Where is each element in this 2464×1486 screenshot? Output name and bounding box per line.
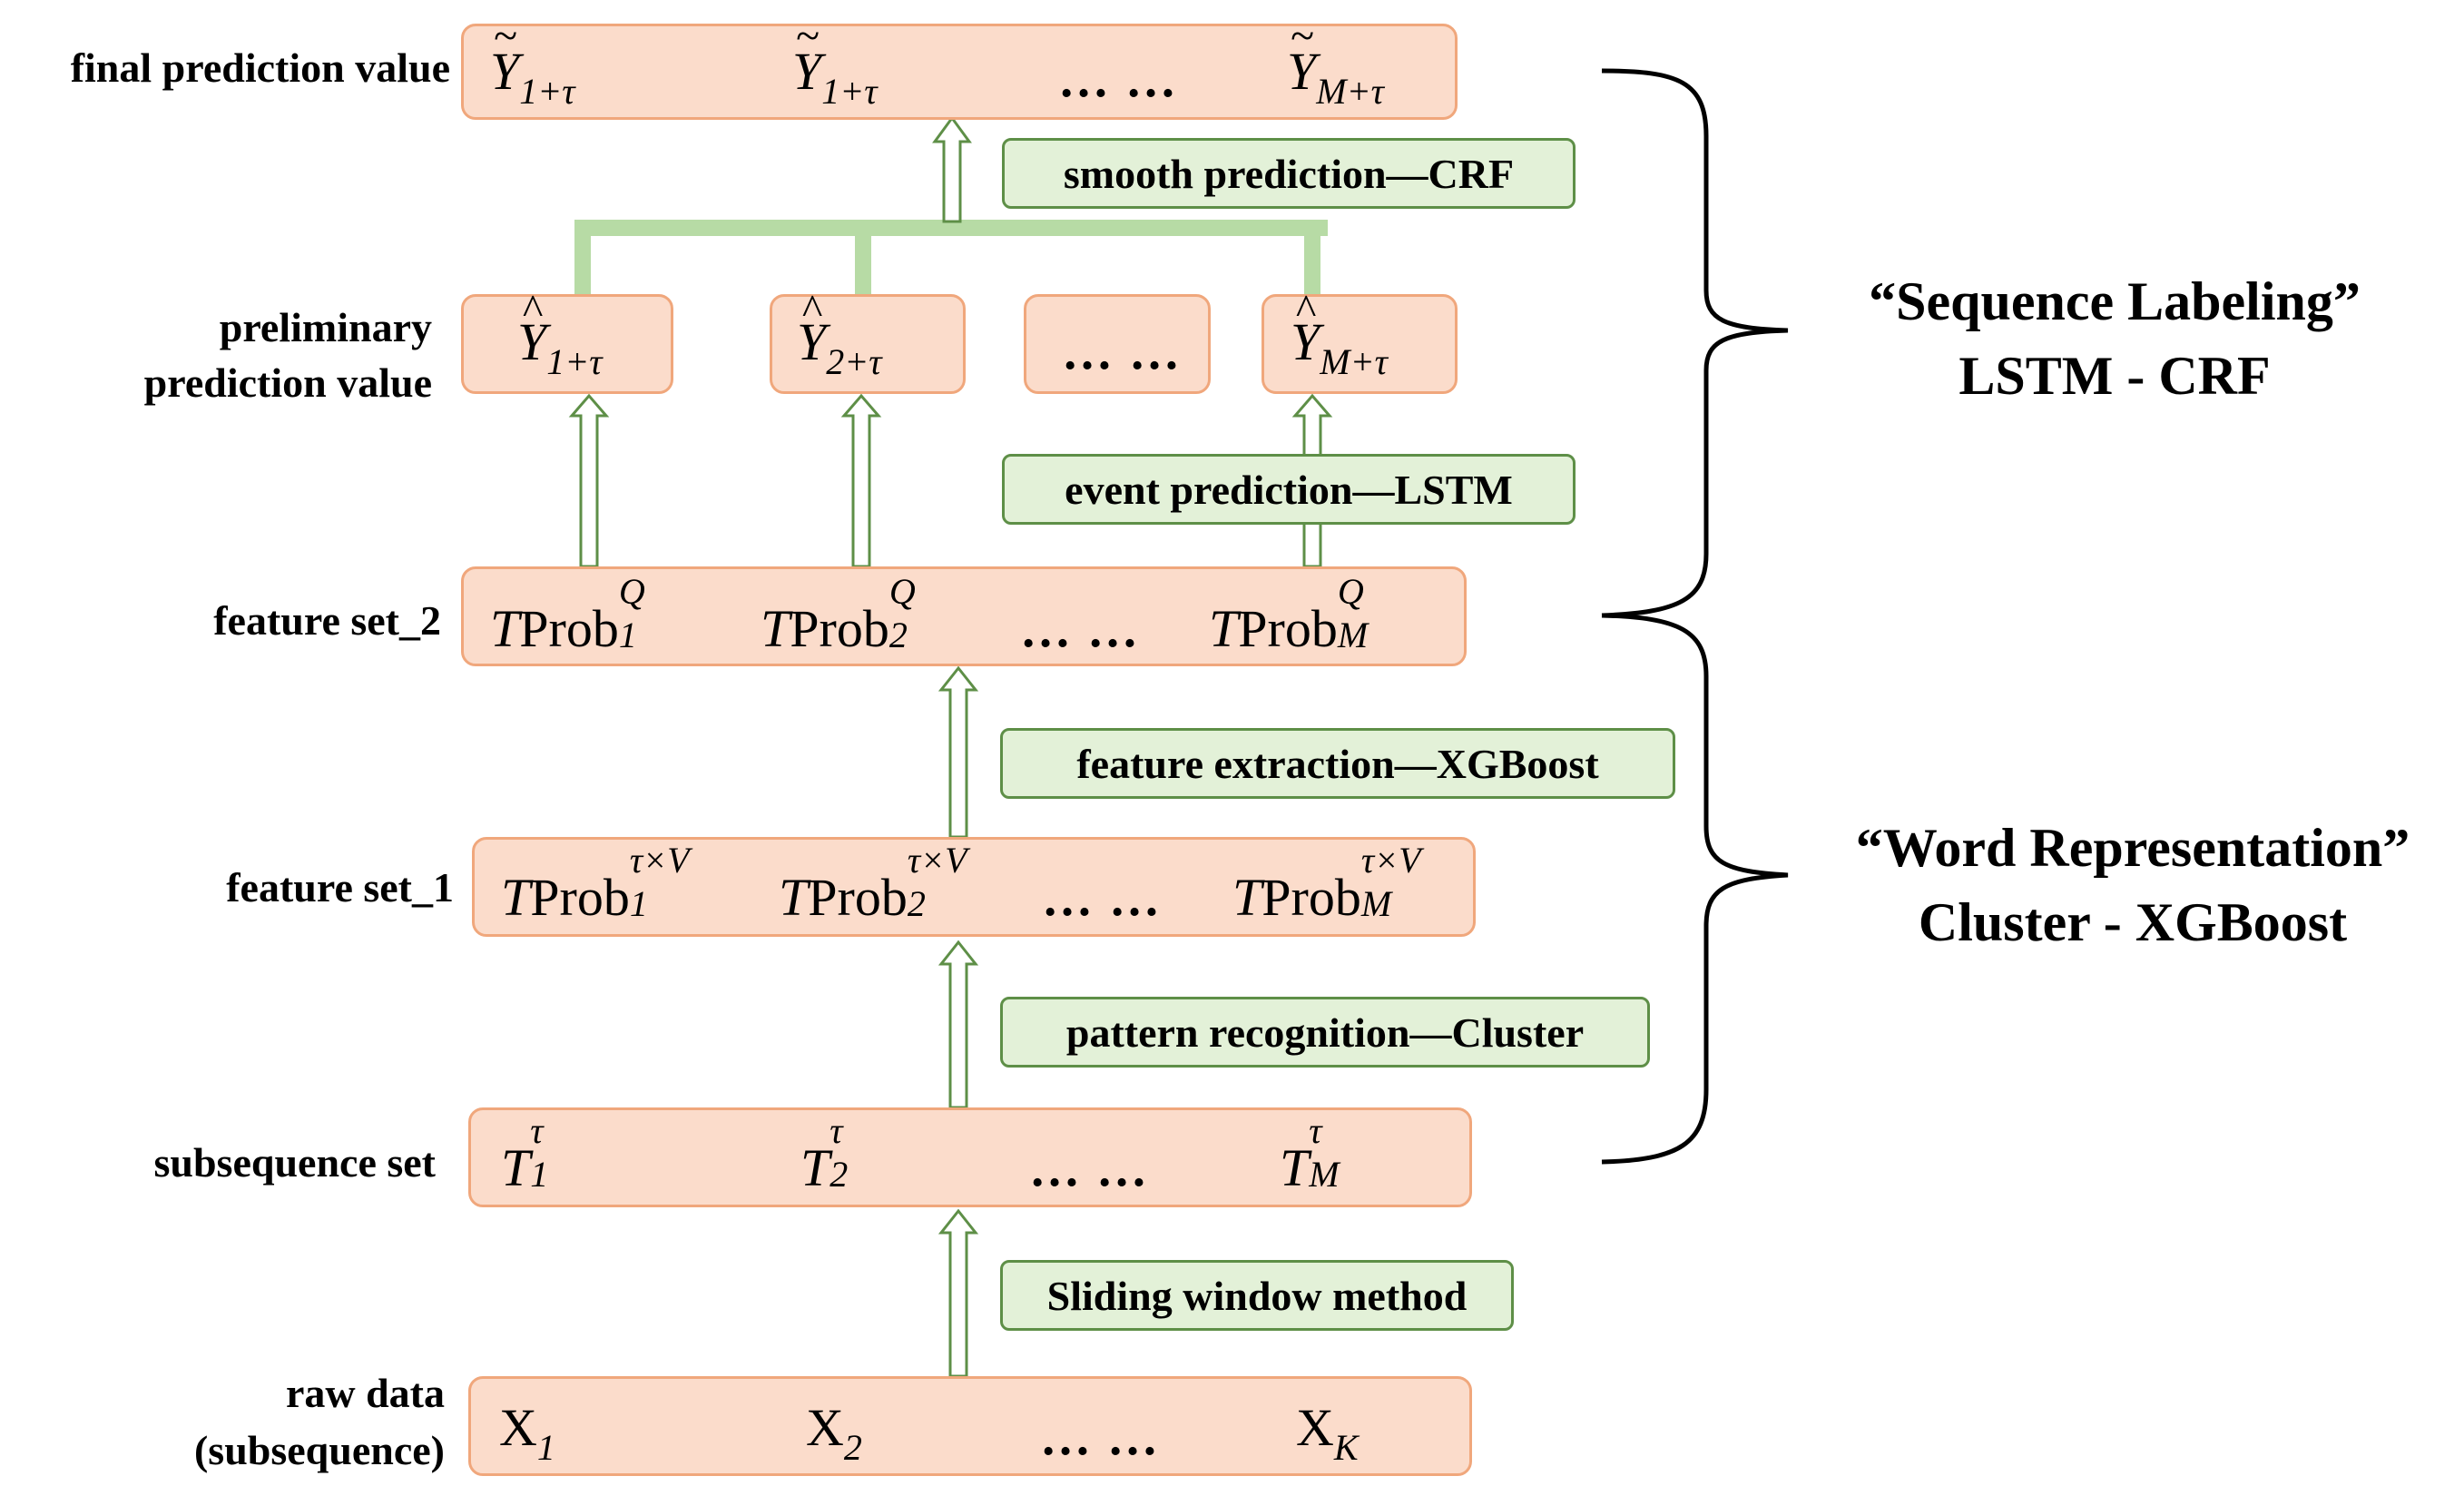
step-crf: smooth prediction—CRF: [1002, 138, 1576, 209]
label-feature-set-2: feature set_2: [213, 597, 441, 644]
bracket-label-upper-2: LSTM - CRF: [1958, 346, 2271, 406]
bracket-label-lower-1: “Word Representation”: [1855, 818, 2410, 878]
feature1-ellipsis: … …: [1042, 871, 1162, 927]
label-preliminary-2: prediction value: [143, 359, 432, 406]
prelim-ellipsis: … …: [1062, 324, 1182, 380]
raw-x-2: X2: [806, 1398, 862, 1468]
step-cluster: pattern recognition—Cluster: [1000, 997, 1650, 1068]
raw-ellipsis: … …: [1040, 1410, 1160, 1466]
step-xgboost: feature extraction—XGBoost: [1000, 728, 1675, 799]
final-y-M: YM+τ: [1287, 15, 1384, 110]
crf-merge-connector: [574, 220, 1328, 294]
arrow-xgboost: [937, 665, 979, 839]
prelim-y-1: Y1+τ: [517, 289, 603, 380]
prelim-box-1: [461, 294, 673, 394]
feature-set-2-box: [461, 566, 1467, 666]
arrow-lstm-2: [840, 393, 882, 568]
bracket-label-upper-1: “Sequence Labeling”: [1869, 271, 2361, 331]
raw-x-1: X1: [499, 1398, 555, 1468]
label-final-prediction: final prediction value: [70, 44, 450, 91]
bracket-label-lower-2: Cluster - XGBoost: [1918, 892, 2348, 952]
label-raw-data-2: (subsequence): [193, 1427, 445, 1473]
prelim-box-ellipsis: [1024, 294, 1211, 394]
subsequence-set-box: [468, 1107, 1472, 1207]
final-y-1: Y1+τ: [490, 15, 575, 110]
label-raw-data-1: raw data: [285, 1370, 445, 1416]
feature-set-1-box: [472, 837, 1476, 937]
step-lstm: event prediction—LSTM: [1002, 454, 1576, 525]
final-ellipsis: … …: [1058, 52, 1178, 108]
brace-upper: [1601, 68, 1789, 618]
raw-x-K: XK: [1296, 1398, 1359, 1468]
arrow-cluster: [937, 940, 979, 1109]
arrow-crf-to-final: [932, 115, 972, 223]
final-y-2: Y1+τ: [792, 15, 878, 110]
label-feature-set-1: feature set_1: [226, 864, 454, 910]
brace-lower: [1601, 613, 1789, 1165]
label-preliminary-1: preliminary: [219, 304, 432, 350]
prelim-y-M: YM+τ: [1291, 289, 1388, 380]
arrow-sliding-window: [937, 1208, 979, 1378]
prelim-y-2: Y2+τ: [797, 289, 882, 380]
arrow-lstm-1: [568, 393, 610, 568]
subseq-ellipsis: … …: [1029, 1141, 1149, 1197]
feature2-ellipsis: … …: [1020, 602, 1140, 658]
step-sliding-window: Sliding window method: [1000, 1260, 1514, 1331]
label-subsequence-set: subsequence set: [153, 1139, 436, 1186]
raw-data-box: [468, 1376, 1472, 1476]
